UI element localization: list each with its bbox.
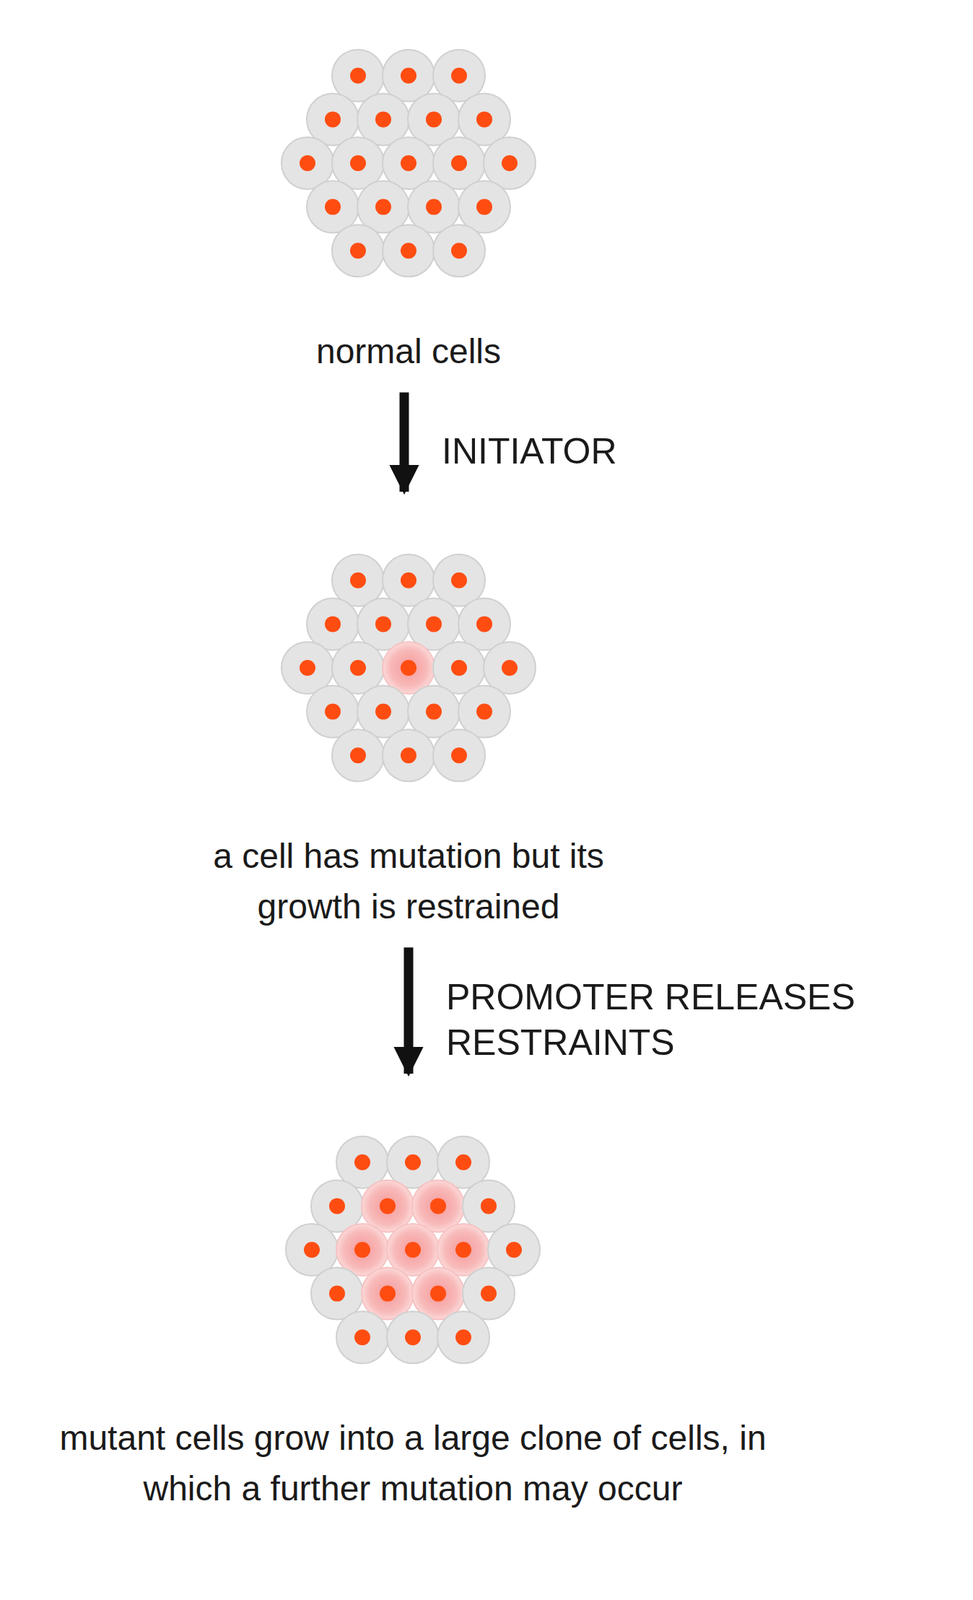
cell-nucleus	[451, 242, 468, 259]
cell-body	[382, 224, 435, 277]
cell-nucleus	[375, 111, 392, 128]
cell-body	[433, 224, 486, 277]
cell-nucleus	[400, 67, 417, 84]
cell-body	[332, 729, 385, 781]
cell-nucleus	[425, 111, 442, 128]
cell-nucleus	[354, 1154, 371, 1171]
arrow-connector	[404, 947, 414, 1074]
cell-nucleus	[455, 1328, 472, 1345]
cell-nucleus	[404, 1328, 421, 1345]
cell-nucleus	[451, 659, 468, 676]
cell-nucleus	[404, 1154, 421, 1171]
cell-nucleus	[324, 615, 341, 632]
cell-nucleus	[501, 155, 518, 172]
cell-nucleus	[400, 659, 417, 676]
cell-nucleus	[505, 1241, 522, 1258]
cell-nucleus	[375, 199, 392, 216]
cell	[336, 1310, 389, 1363]
cell-body	[433, 729, 486, 781]
cell-nucleus	[324, 199, 341, 216]
cell-nucleus	[451, 747, 468, 763]
cell-body	[437, 1310, 490, 1363]
arrow-connector	[399, 392, 410, 492]
cell-nucleus	[379, 1197, 396, 1214]
cell-nucleus	[324, 703, 341, 720]
cell	[332, 224, 385, 277]
cell-nucleus	[299, 659, 316, 676]
cell	[437, 1310, 490, 1363]
cell-cluster-drawing	[254, 1090, 572, 1409]
cell-cluster-drawing	[249, 4, 568, 322]
cell-body	[336, 1310, 389, 1363]
cell	[382, 729, 435, 781]
cell-nucleus	[379, 1285, 396, 1302]
cell-nucleus	[501, 659, 518, 676]
cell-nucleus	[476, 111, 493, 128]
cell-nucleus	[430, 1197, 447, 1214]
cell-nucleus	[350, 659, 366, 676]
cell-nucleus	[329, 1285, 346, 1302]
cell-nucleus	[430, 1285, 447, 1302]
cell-nucleus	[455, 1154, 472, 1171]
cell	[433, 224, 486, 277]
cell-nucleus	[324, 111, 341, 128]
cell-nucleus	[350, 67, 366, 84]
edge-label: PROMOTER RELEASES RESTRAINTS	[446, 974, 952, 1065]
cell-nucleus	[354, 1328, 371, 1345]
cell-nucleus	[350, 572, 366, 589]
edge-label: INITIATOR	[441, 428, 618, 475]
cell-nucleus	[455, 1241, 472, 1258]
cell-nucleus	[303, 1241, 320, 1258]
cell-nucleus	[354, 1241, 371, 1258]
cell-nucleus	[425, 199, 442, 216]
cell-nucleus	[480, 1197, 497, 1214]
cell-nucleus	[350, 155, 366, 172]
cell-nucleus	[425, 615, 442, 632]
cell-body	[332, 224, 385, 277]
cell	[386, 1310, 439, 1363]
cell-nucleus	[425, 703, 442, 720]
cell-nucleus	[404, 1241, 421, 1258]
cell-caption: mutant cells grow into a large clone of …	[30, 1412, 796, 1513]
cell-body	[382, 729, 435, 781]
cell-nucleus	[451, 155, 468, 172]
cell-caption: normal cells	[155, 326, 662, 377]
cell-nucleus	[375, 703, 392, 720]
cell-cluster: mutant cells grow into a large clone of …	[30, 1090, 796, 1513]
cell-nucleus	[476, 615, 493, 632]
cell-nucleus	[400, 155, 417, 172]
cell-nucleus	[476, 703, 493, 720]
cell-nucleus	[350, 747, 366, 763]
cell-nucleus	[480, 1285, 497, 1302]
cell-caption: a cell has mutation but its growth is re…	[170, 830, 647, 932]
cell-nucleus	[299, 155, 316, 172]
cell-cluster: a cell has mutation but its growth is re…	[170, 508, 647, 932]
cell-nucleus	[400, 572, 417, 589]
cell-nucleus	[400, 242, 417, 259]
cell-nucleus	[329, 1197, 346, 1214]
cell	[332, 729, 385, 781]
cell-cluster-drawing	[249, 508, 568, 827]
cell	[433, 729, 486, 781]
cell-cluster: normal cells	[155, 4, 662, 377]
cell-nucleus	[476, 199, 493, 216]
cell-body	[386, 1310, 439, 1363]
cell	[382, 224, 435, 277]
cell-nucleus	[400, 747, 417, 763]
cell-nucleus	[451, 67, 468, 84]
cell-nucleus	[350, 242, 366, 259]
cell-nucleus	[451, 572, 468, 589]
cell-nucleus	[375, 615, 392, 632]
